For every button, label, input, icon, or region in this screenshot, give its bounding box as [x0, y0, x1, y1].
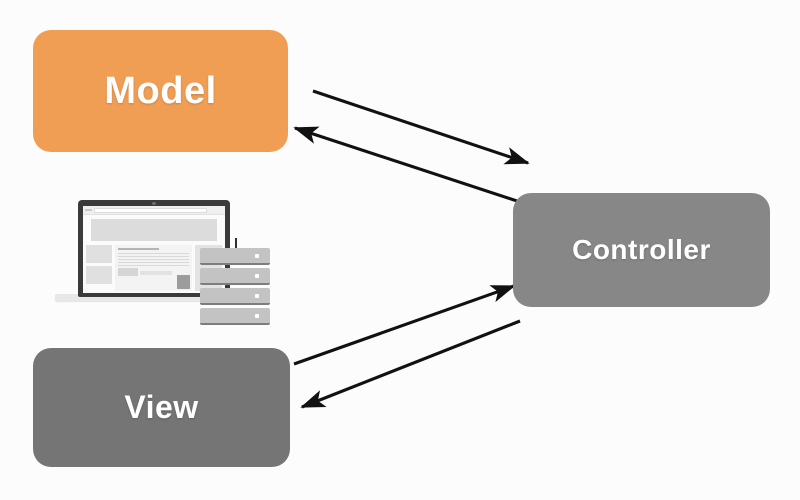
- server-led-icon: [255, 314, 259, 318]
- node-controller-label: Controller: [572, 234, 711, 265]
- laptop-icon: [78, 200, 230, 297]
- server-rack-icon: [200, 238, 270, 328]
- laptop-and-server-illustration: [55, 190, 275, 330]
- node-model[interactable]: Model: [33, 30, 288, 152]
- wireframe-block: [86, 266, 112, 284]
- wireframe-text-line: [118, 259, 189, 260]
- wireframe-text-line: [118, 256, 189, 257]
- browser-dots-icon: [85, 209, 92, 211]
- wireframe-left-column: [86, 245, 112, 291]
- browser-toolbar: [83, 206, 225, 215]
- wireframe-text-line: [118, 262, 189, 263]
- wireframe-block: [86, 245, 112, 263]
- wireframe-thumbnail: [118, 268, 138, 276]
- server-unit: [200, 288, 270, 305]
- server-unit: [200, 248, 270, 265]
- wireframe-thumbnail: [140, 271, 172, 275]
- arrow-controller-to-model: [293, 126, 521, 204]
- wireframe-hero-block: [91, 219, 217, 241]
- node-view[interactable]: View: [33, 348, 290, 467]
- server-unit: [200, 268, 270, 285]
- browser-url-bar: [94, 208, 207, 213]
- arrow-view-to-controller: [293, 284, 516, 366]
- wireframe-text-line: [118, 265, 189, 266]
- server-cable-icon: [235, 238, 237, 249]
- server-unit: [200, 308, 270, 325]
- node-controller[interactable]: Controller: [513, 193, 770, 307]
- arrow-model-to-controller: [312, 89, 530, 165]
- arrow-controller-to-view: [300, 319, 521, 409]
- server-led-icon: [255, 254, 259, 258]
- wireframe-text-line: [118, 253, 189, 254]
- wireframe-image-block: [177, 275, 190, 289]
- laptop-base-icon: [55, 294, 241, 301]
- laptop-camera-icon: [152, 202, 156, 205]
- node-view-label: View: [124, 389, 199, 425]
- server-led-icon: [255, 274, 259, 278]
- wireframe-center-column: [115, 245, 192, 291]
- wireframe-headline: [118, 248, 160, 250]
- server-led-icon: [255, 294, 259, 298]
- node-model-label: Model: [104, 69, 217, 112]
